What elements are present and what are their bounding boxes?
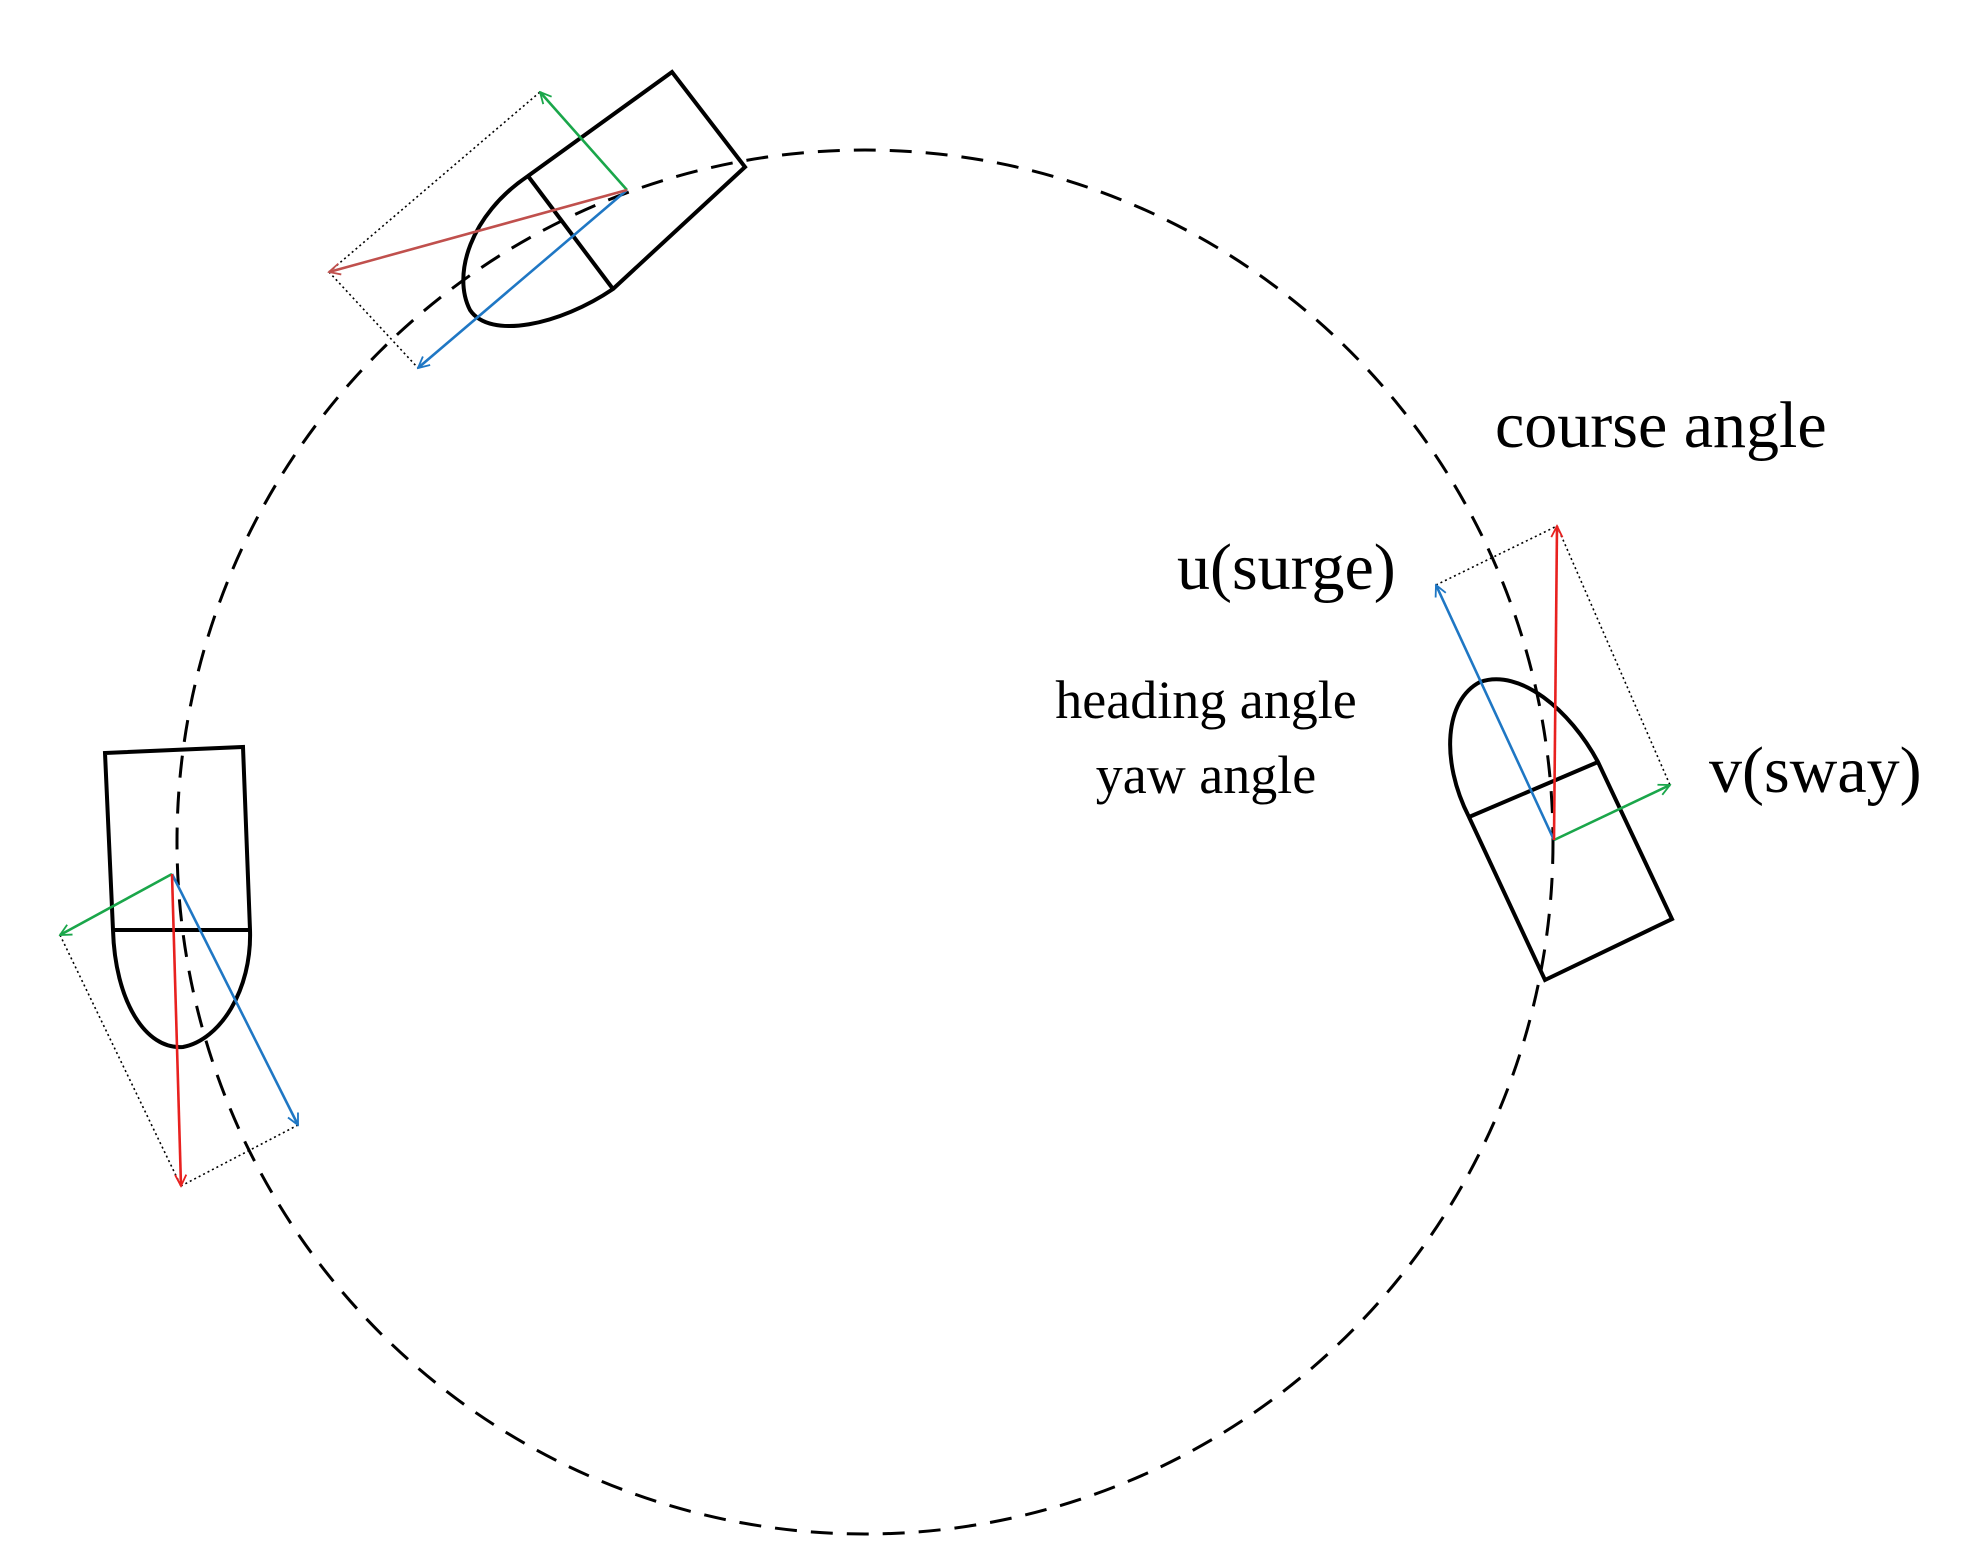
ship-right-surge-vector <box>1436 585 1556 841</box>
ship-top-parallelogram-a <box>328 91 541 273</box>
ship-top-course-vector <box>329 188 628 272</box>
ship-left-parallelogram-b <box>180 1124 299 1187</box>
surge-label: u(surge) <box>1177 531 1396 604</box>
ship-right <box>1435 525 1675 983</box>
ship-top-bridge-line <box>526 174 615 291</box>
ship-top <box>328 69 748 369</box>
ship-top-parallelogram-b <box>328 271 419 369</box>
ship-left-hull <box>102 744 253 1050</box>
ship-right-course-vector <box>1554 526 1557 841</box>
course-angle-label: course angle <box>1495 389 1827 462</box>
circular-trajectory <box>175 148 1555 1536</box>
ship-top-surge-vector <box>418 189 628 368</box>
ship-top-hull <box>461 69 748 329</box>
ship-left-course-vector <box>170 873 181 1186</box>
ship-top-sway-vector <box>540 92 628 191</box>
sway-label: v(sway) <box>1709 734 1922 807</box>
ship-right-sway-vector <box>1553 783 1670 842</box>
ship-left <box>59 744 300 1187</box>
ship-left-parallelogram-a <box>59 934 182 1187</box>
ship-right-parallelogram-a <box>1435 525 1558 586</box>
ship-right-parallelogram-b <box>1556 525 1671 786</box>
ship-left-sway-vector <box>60 872 173 937</box>
ship-right-bridge-line <box>1468 760 1599 819</box>
yaw-angle-label: yaw angle <box>1096 745 1316 805</box>
heading-angle-label: heading angle <box>1055 670 1356 730</box>
ship-right-hull <box>1448 677 1675 983</box>
ship-left-surge-vector <box>170 873 300 1125</box>
